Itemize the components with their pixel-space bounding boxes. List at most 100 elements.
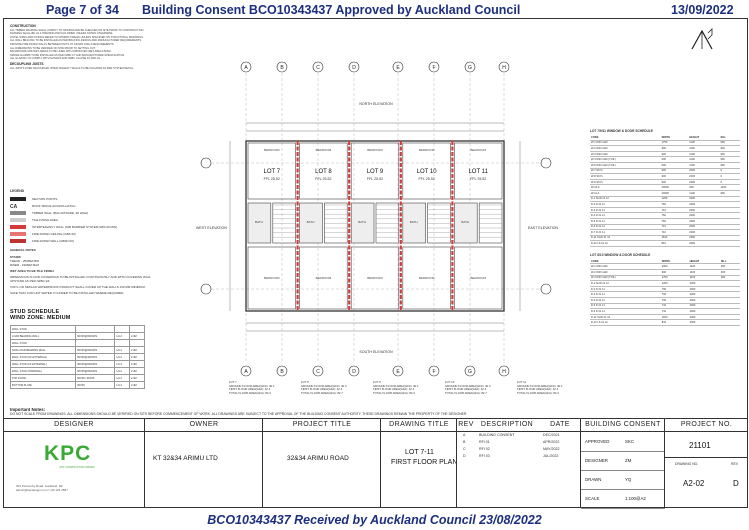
schedule-cell: 710 bbox=[660, 308, 689, 315]
schedule-cell: 2000 bbox=[688, 229, 720, 236]
schedule-header-cell: WIDTH bbox=[660, 135, 689, 141]
schedule-cell: 710 bbox=[660, 229, 689, 236]
schedule-cell: 2000 bbox=[688, 280, 720, 287]
rev-label: REV bbox=[731, 462, 738, 466]
consent-header: Page 7 of 34 Building Consent BCO1034343… bbox=[0, 0, 749, 20]
stairs-riser: RISER - 190MM MAX bbox=[10, 263, 40, 267]
schedule-cell: 1100 bbox=[688, 190, 720, 197]
schedule-cell: 2000 bbox=[688, 218, 720, 225]
schedule-cell: D-5 D 21 11 bbox=[590, 218, 661, 225]
consent-title: Building Consent BCO10343437 Approved by… bbox=[142, 3, 521, 17]
lot-area-line: GROUND FLOOR AREA(GFA): 40.1 bbox=[373, 383, 419, 388]
stud-cell bbox=[75, 325, 116, 333]
schedule-cell: W-4 WIN 1110 (TOIL) bbox=[590, 156, 661, 163]
bedroom-outline bbox=[402, 246, 451, 310]
grid-bubble bbox=[540, 283, 552, 295]
owner-cell: OWNER KT 32&34 ARIMU LTD bbox=[144, 419, 263, 508]
schedule-cell: 900 bbox=[688, 184, 720, 191]
room-label: BATH bbox=[255, 220, 263, 224]
schedule-cell: 710 bbox=[660, 224, 689, 231]
room-label: BATH bbox=[461, 220, 469, 224]
stud-cell: WALL STUD (INTERNAL) bbox=[9, 367, 77, 375]
bathroom-outline bbox=[402, 202, 426, 244]
stud-cell: WALL STUD (FF EXTERNAL) bbox=[9, 360, 77, 368]
schedule-cell: 900 bbox=[660, 151, 689, 158]
stud-row: WALL STUD bbox=[9, 325, 146, 333]
schedule-cell: 20000 bbox=[660, 184, 689, 191]
schedule-cell: 0 bbox=[719, 179, 740, 186]
unit-lot-label: LOT 9 bbox=[367, 169, 384, 175]
legend-swatch bbox=[10, 196, 26, 201]
revision-description: RFI 01 bbox=[479, 440, 490, 444]
schedule-cell: W-1 WIN 1110 bbox=[590, 140, 661, 147]
stud-cell: H1.2 bbox=[114, 374, 130, 382]
grid-label: B bbox=[280, 369, 284, 375]
company-logo-subtitle: KPC CONSTRUCTION LIMITED bbox=[59, 466, 95, 469]
east-elevation-label: EAST ELEVATION bbox=[528, 226, 558, 230]
consent-caption: BUILDING CONSENT bbox=[585, 421, 661, 428]
legend-label: TIMBER WALL (BALUSTRADE, 90 HIGH) bbox=[32, 210, 89, 215]
drawing-number: A2-02 bbox=[683, 479, 705, 488]
stud-cell: LOAD BEARING WALL bbox=[9, 332, 77, 340]
stud-cell bbox=[128, 339, 146, 347]
lot-area-line: TOTAL FLOOR AREA(GFA): 82.3 bbox=[373, 390, 415, 395]
room-label: BEDROOM bbox=[419, 276, 435, 280]
schedule-cell: 2000 bbox=[688, 314, 720, 321]
grid-bubble bbox=[392, 61, 404, 73]
schedule-cell: 2000 bbox=[688, 291, 720, 298]
schedule-cell bbox=[719, 280, 740, 287]
schedule-cell: D-4 D 21 11 bbox=[590, 297, 661, 304]
schedule-cell: 2000 bbox=[688, 235, 720, 242]
stud-cell: 2.4M bbox=[128, 367, 146, 375]
revision-date: MAY/2022 bbox=[543, 447, 560, 451]
grid-label: B bbox=[280, 65, 284, 71]
legend-swatch bbox=[10, 210, 26, 215]
room-label: BEDROOM bbox=[316, 148, 332, 152]
schedule-cell: 900 bbox=[719, 275, 740, 282]
room-label: BEDROOM bbox=[367, 148, 383, 152]
lot-area-line: TOTAL FLOOR AREA(GFA): 82.3 bbox=[229, 390, 271, 395]
signoff-value: YQ bbox=[625, 477, 632, 482]
lot-area-line: FIRST FLOOR AREA(GFA): 42.2 bbox=[373, 387, 415, 391]
grid-bubble bbox=[200, 283, 212, 295]
stud-cell: 90X45 / 90X45 bbox=[75, 374, 116, 382]
schedule-cell: 1100 bbox=[688, 145, 720, 152]
schedule-cell: D-3 D 21 11 bbox=[590, 207, 661, 214]
revision-letter: A bbox=[463, 433, 466, 437]
legend-swatch bbox=[10, 217, 26, 222]
designer-cell: DESIGNER KPC KPC CONSTRUCTION LIMITED 30… bbox=[4, 419, 144, 508]
schedule-cell: 2000 bbox=[688, 286, 720, 293]
project-number-cell: PROJECT NO. 21101 DRAWING NO. REV A2-02 … bbox=[664, 419, 748, 508]
grid-label: G bbox=[468, 65, 472, 71]
legend-item: INTERTENANCY WALL (GIB BARRIER SYSTEM GB… bbox=[10, 223, 160, 230]
lot-area-line: GROUND FLOOR AREA(GFA): 40.1 bbox=[229, 383, 275, 388]
room-label: BEDROOM bbox=[470, 148, 486, 152]
stud-cell: 90X45@600CRS bbox=[75, 360, 116, 368]
stud-cell: H1.2 bbox=[114, 332, 130, 340]
note-item: ALL TIMBER FRAMING SHALL COMPLY TO NZS36… bbox=[10, 28, 145, 32]
unit-ffl-label: FFL 25.52 bbox=[418, 177, 434, 181]
schedule-cell bbox=[719, 224, 740, 231]
grid-label: H bbox=[502, 65, 506, 71]
schedule-header-cell: SILL bbox=[719, 258, 740, 265]
consent-date: 13/09/2022 bbox=[671, 3, 734, 17]
room-label: BEDROOM bbox=[470, 276, 486, 280]
schedule-cell: W-10 A bbox=[590, 184, 661, 191]
schedule-cell: 900 bbox=[719, 140, 740, 147]
schedule-cell bbox=[719, 314, 740, 321]
stud-schedule-title: STUD SCHEDULE bbox=[10, 309, 60, 315]
schedule-cell bbox=[719, 319, 740, 326]
